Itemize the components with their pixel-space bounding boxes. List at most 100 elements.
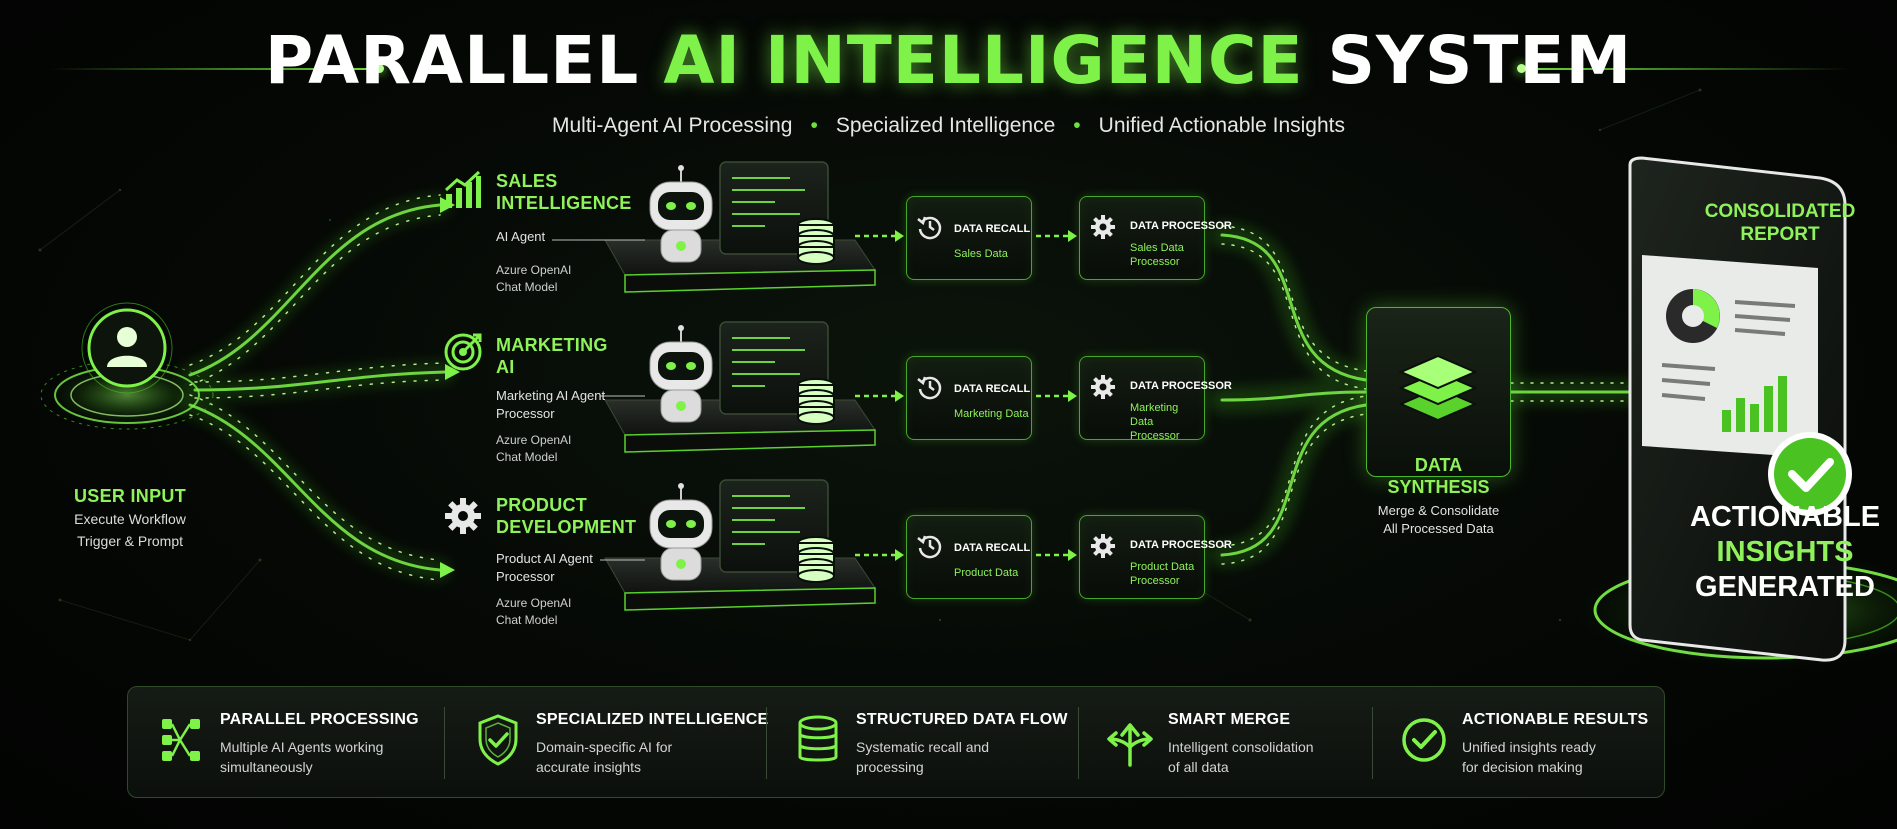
- feature-bar: PARALLEL PROCESSING Multiple AI Agents w…: [127, 686, 1665, 798]
- data-recall-title: DATA RECALL: [954, 383, 1031, 395]
- feature-line-2: simultaneously: [220, 759, 313, 775]
- title-part-1: PARALLEL: [264, 22, 664, 99]
- data-recall-value: Sales Data: [954, 248, 1008, 260]
- user-input-line-2: Trigger & Prompt: [76, 533, 184, 549]
- data-synthesis-label: DATA SYNTHESIS Merge & Consolidate All P…: [1346, 454, 1531, 538]
- agent-title-line-2: AI: [496, 357, 515, 377]
- agent-platform-2: [604, 321, 876, 453]
- data-recall-title: DATA RECALL: [954, 542, 1031, 554]
- user-input-title: USER INPUT: [73, 486, 186, 506]
- gear-icon: [1091, 375, 1115, 399]
- insights-line-3: GENERATED: [1695, 571, 1875, 603]
- connector-arrowheads: [895, 230, 1077, 561]
- synthesis-title-line-2: SYNTHESIS: [1387, 477, 1490, 497]
- agent-model-product: Azure OpenAI Chat Model: [496, 595, 571, 629]
- agent-platform-3: [604, 479, 876, 611]
- synthesis-line-1: Merge & Consolidate: [1377, 503, 1500, 518]
- bar-chart-growth-icon: [444, 170, 481, 208]
- feature-line-1: Domain-specific AI for: [536, 739, 673, 755]
- data-processor-title: DATA PROCESSOR: [1130, 220, 1232, 232]
- data-recall-value: Product Data: [954, 567, 1019, 579]
- title-line-right: [1520, 68, 1850, 70]
- agent-model-line-1: Azure OpenAI: [496, 433, 572, 447]
- gear-icon: [1091, 534, 1115, 558]
- agent-role-line-1: AI Agent: [496, 229, 546, 244]
- data-processor-line-1: Marketing Data: [1130, 402, 1179, 428]
- feature-structured-data-flow: STRUCTURED DATA FLOW Systematic recall a…: [794, 687, 1084, 799]
- feature-title: PARALLEL PROCESSING: [220, 711, 419, 728]
- data-processor-line-2: Processor: [1130, 256, 1180, 268]
- feature-actionable-results: ACTIONABLE RESULTS Unified insights read…: [1400, 687, 1650, 799]
- label-leader-lines: [552, 239, 645, 561]
- subtitle-item-2: Specialized Intelligence: [835, 114, 1056, 137]
- insights-line-2: INSIGHTS: [1716, 536, 1854, 568]
- history-icon: [917, 535, 942, 559]
- feature-divider: [766, 707, 767, 779]
- feature-line-2: of all data: [1168, 759, 1229, 775]
- check-circle-icon: [1402, 718, 1446, 762]
- agent-model-line-2: Chat Model: [496, 613, 558, 627]
- subtitle: Multi-Agent AI Processing • Specialized In…: [0, 114, 1897, 138]
- agent-role-sales: AI Agent: [496, 228, 545, 246]
- agent-model-line-1: Azure OpenAI: [496, 596, 572, 610]
- agent-role-line-1: Product AI Agent: [496, 551, 593, 566]
- data-recall-product: DATA RECALL Product Data: [906, 515, 1032, 599]
- feature-line-2: processing: [856, 759, 924, 775]
- checkmark-icon: [1788, 458, 1834, 492]
- gear-icon: [445, 498, 481, 534]
- agent-title-line-1: MARKETING: [496, 335, 608, 355]
- agent-model-line-1: Azure OpenAI: [496, 263, 572, 277]
- feature-divider: [1078, 707, 1079, 779]
- user-input-label: USER INPUT Execute Workflow Trigger & Pr…: [55, 486, 205, 551]
- title-part-3: SYSTEM: [1303, 22, 1633, 99]
- feature-specialized-intelligence: SPECIALIZED INTELLIGENCE Domain-specific…: [474, 687, 768, 799]
- synthesis-line-2: All Processed Data: [1383, 521, 1494, 536]
- agent-title-line-1: PRODUCT: [496, 495, 588, 515]
- input-streams: [179, 194, 460, 581]
- subtitle-separator: •: [1073, 114, 1081, 137]
- feature-line-1: Intelligent consolidation: [1168, 739, 1314, 755]
- agent-platform-1: [604, 161, 876, 293]
- gear-icon: [1091, 215, 1115, 239]
- network-nodes-icon: [162, 719, 200, 761]
- feature-description: Intelligent consolidation of all data: [1168, 737, 1314, 777]
- consolidated-report-title: CONSOLIDATED REPORT: [1636, 200, 1897, 246]
- feature-title: ACTIONABLE RESULTS: [1462, 711, 1649, 728]
- data-recall-marketing: DATA RECALL Marketing Data: [906, 356, 1032, 440]
- title-part-2: AI INTELLIGENCE: [663, 22, 1304, 99]
- data-recall-value: Marketing Data: [954, 408, 1029, 420]
- insights-line-1: ACTIONABLE: [1689, 501, 1881, 533]
- agent-title-line-2: INTELLIGENCE: [496, 193, 632, 213]
- feature-title: STRUCTURED DATA FLOW: [856, 711, 1068, 728]
- data-processor-line-2: Processor: [1130, 575, 1180, 587]
- robot-icon: [649, 483, 713, 581]
- feature-title: SMART MERGE: [1168, 711, 1291, 728]
- user-input-hub: [40, 302, 214, 430]
- user-icon: [107, 327, 147, 367]
- agent-model-line-2: Chat Model: [496, 280, 558, 294]
- feature-line-1: Multiple AI Agents working: [220, 739, 384, 755]
- subtitle-item-1: Multi-Agent AI Processing: [552, 114, 793, 137]
- feature-divider: [1372, 707, 1373, 779]
- agent-title-line-1: SALES: [496, 171, 558, 191]
- agent-role-line-2: Processor: [496, 406, 555, 421]
- actionable-insights-text: ACTIONABLE INSIGHTS GENERATED: [1620, 500, 1897, 605]
- feature-smart-merge: SMART MERGE Intelligent consolidation of …: [1106, 687, 1376, 799]
- merge-arrows-icon: [1107, 723, 1153, 767]
- database-stack-icon: [797, 378, 835, 425]
- title-dot-right: [1517, 64, 1526, 73]
- agent-model-line-2: Chat Model: [496, 450, 558, 464]
- target-icon: [444, 333, 482, 371]
- layers-icon: [1398, 354, 1478, 422]
